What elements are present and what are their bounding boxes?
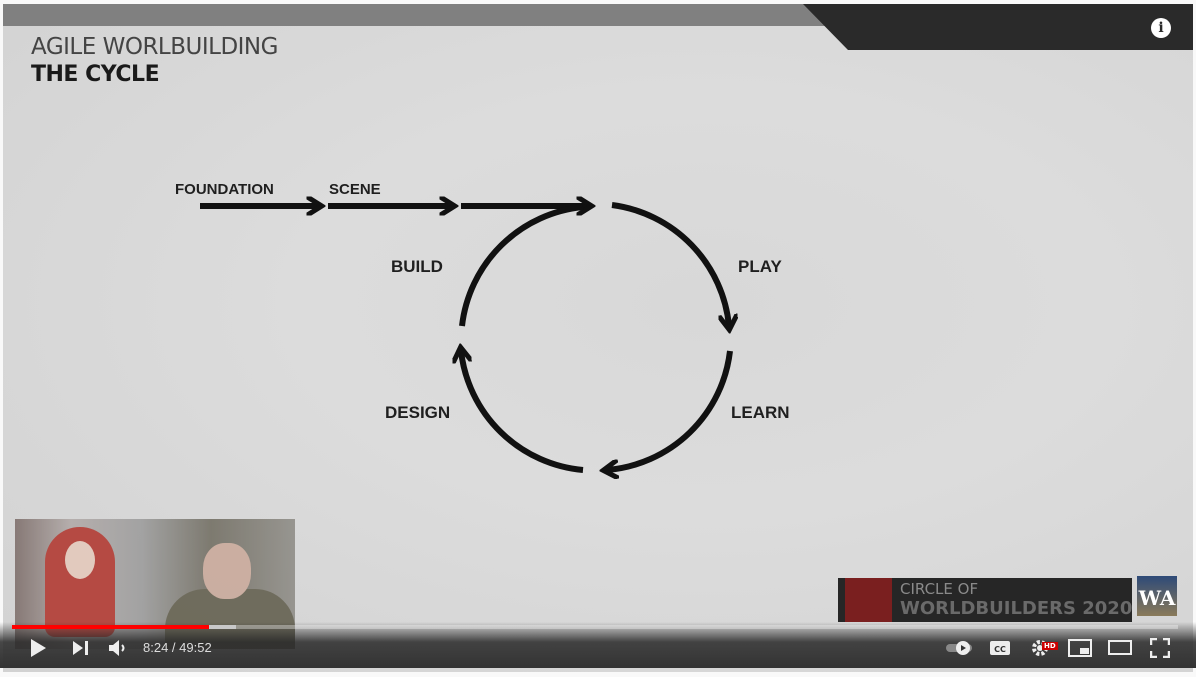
miniplayer-icon — [1068, 639, 1092, 657]
slide-title: AGILE WORLBUILDING — [31, 34, 278, 60]
played-bar — [12, 625, 210, 629]
globe-logo — [845, 578, 892, 622]
label-scene: SCENE — [329, 181, 381, 198]
theater-icon — [1108, 640, 1132, 655]
top-overlay — [803, 4, 1193, 50]
design-arc — [461, 351, 584, 473]
learn-arc — [607, 350, 733, 470]
info-icon[interactable]: i — [1151, 18, 1171, 38]
next-icon — [73, 641, 88, 655]
captions-button[interactable]: CC — [986, 636, 1014, 660]
autoplay-toggle-icon — [946, 641, 972, 655]
miniplayer-button[interactable] — [1066, 636, 1094, 660]
channel-watermark[interactable]: WA — [1137, 576, 1177, 616]
play-icon — [31, 639, 46, 657]
mute-button[interactable] — [104, 636, 132, 660]
play-arc — [611, 202, 729, 326]
volume-icon — [109, 640, 125, 656]
svg-text:CC: CC — [994, 645, 1006, 654]
label-learn: LEARN — [731, 403, 790, 422]
banner-line2: WORLDBUILDERS 2020 — [900, 598, 1133, 619]
next-button[interactable] — [67, 636, 95, 660]
progress-bar[interactable] — [12, 625, 1178, 629]
time-display: 8:24 / 49:52 — [143, 640, 212, 655]
label-build: BUILD — [391, 257, 443, 276]
autoplay-toggle[interactable] — [944, 636, 976, 660]
label-foundation: FOUNDATION — [175, 181, 274, 198]
banner-line1: CIRCLE OF — [900, 580, 979, 598]
label-design: DESIGN — [385, 403, 451, 422]
play-button[interactable] — [24, 636, 52, 660]
hd-badge: HD — [1042, 642, 1058, 650]
captions-icon: CC — [990, 641, 1010, 655]
theater-button[interactable] — [1106, 636, 1134, 660]
slide-subtitle: THE CYCLE — [31, 62, 160, 87]
video-player[interactable]: i AGILE WORLBUILDING THE CYCLE FOUNDATIO… — [3, 4, 1193, 672]
build-arc — [459, 204, 584, 327]
cycle-diagram — [200, 4, 1193, 672]
label-play: PLAY — [738, 257, 782, 276]
fullscreen-icon — [1150, 638, 1170, 658]
fullscreen-button[interactable] — [1146, 636, 1174, 660]
